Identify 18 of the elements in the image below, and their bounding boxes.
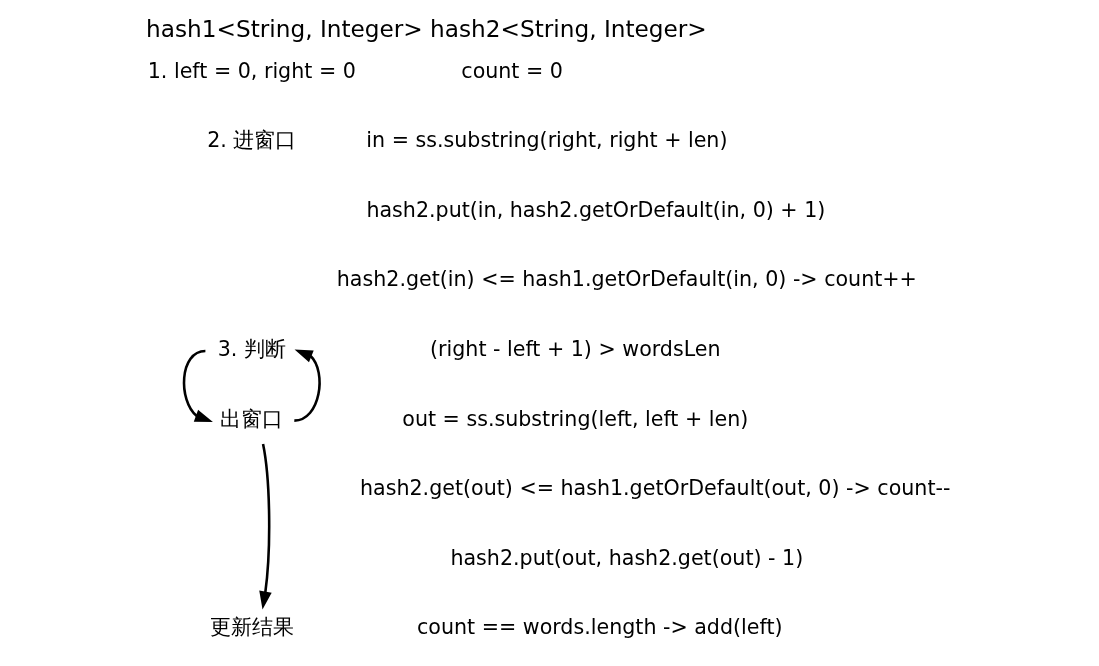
- label: (right - left + 1) > wordsLen: [430, 336, 721, 361]
- label: 2. 进窗口: [207, 128, 297, 153]
- label: out = ss.substring(left, left + len): [402, 406, 749, 431]
- label: count == words.length -> add(left): [417, 615, 783, 640]
- label: hash2.put(out, hash2.get(out) - 1): [450, 545, 804, 570]
- label: in = ss.substring(right, right + len): [366, 128, 728, 153]
- label: 1. left = 0, right = 0: [147, 58, 356, 83]
- arrow: [259, 443, 272, 610]
- label: hash2.get(in) <= hash1.getOrDefault(in, 0) -> count++: [336, 267, 917, 292]
- arrow: [294, 349, 321, 422]
- node-text: 出窗口: [220, 406, 284, 431]
- label: hash2.get(out) <= hash1.getOrDefault(out, 0) -> count--: [360, 476, 951, 501]
- node-text: 3. 判断: [217, 336, 286, 361]
- label: hash2.put(in, hash2.getOrDefault(in, 0) + 1): [366, 197, 826, 222]
- diagram-title: hash1<String, Integer> hash2<String, Integer>: [146, 15, 707, 43]
- arrow: [182, 349, 213, 422]
- label: count = 0: [461, 58, 563, 83]
- node-text: 更新结果: [209, 615, 294, 640]
